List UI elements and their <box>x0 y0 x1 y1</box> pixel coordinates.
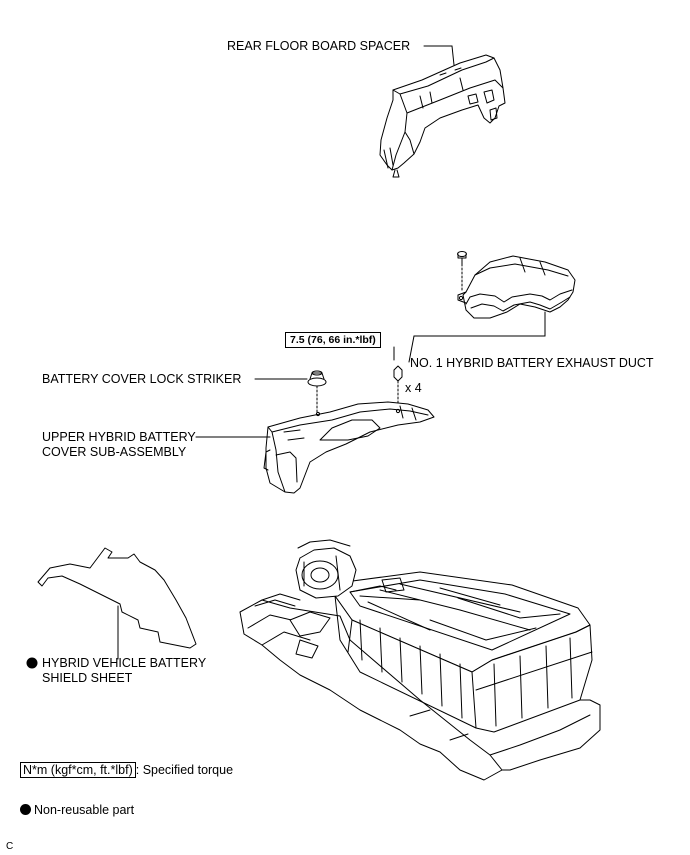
cover-nut <box>393 346 403 412</box>
label-rear-floor-board-spacer: REAR FLOOR BOARD SPACER <box>227 39 411 53</box>
battery-assembly-drawing <box>239 539 601 781</box>
corner-code: C <box>6 841 14 852</box>
torque-spec-box: 7.5 (76, 66 in.*lbf) <box>285 332 381 348</box>
label-quantity: x 4 <box>405 381 422 395</box>
label-shield-sheet-line1: HYBRID VEHICLE BATTERY <box>42 656 207 670</box>
non-reusable-bullet-icon <box>20 804 31 815</box>
legend-torque-desc: : Specified torque <box>135 763 234 777</box>
upper-cover-drawing <box>263 401 435 494</box>
label-upper-cover-line2: COVER SUB-ASSEMBLY <box>42 445 187 459</box>
exhaust-duct-drawing <box>457 255 576 319</box>
label-lock-striker: BATTERY COVER LOCK STRIKER <box>42 372 242 386</box>
legend-torque-units: N*m (kgf*cm, ft.*lbf) <box>20 762 136 778</box>
label-shield-sheet-line2: SHIELD SHEET <box>42 671 133 685</box>
label-upper-cover-line1: UPPER HYBRID BATTERY <box>42 430 196 444</box>
label-shield-sheet: HYBRID VEHICLE BATTERY SHIELD SHEET <box>42 656 206 686</box>
duct-bolt <box>457 251 467 293</box>
legend-non-reusable: Non-reusable part <box>20 803 134 818</box>
legend-torque: N*m (kgf*cm, ft.*lbf): Specified torque <box>20 762 233 778</box>
label-upper-cover: UPPER HYBRID BATTERY COVER SUB-ASSEMBLY <box>42 430 196 460</box>
shield-sheet-drawing <box>37 547 197 649</box>
lock-striker-drawing <box>307 370 327 413</box>
label-exhaust-duct: NO. 1 HYBRID BATTERY EXHAUST DUCT <box>410 356 654 370</box>
rear-floor-board-spacer-drawing <box>379 54 506 178</box>
legend-non-reusable-text: Non-reusable part <box>34 803 135 817</box>
